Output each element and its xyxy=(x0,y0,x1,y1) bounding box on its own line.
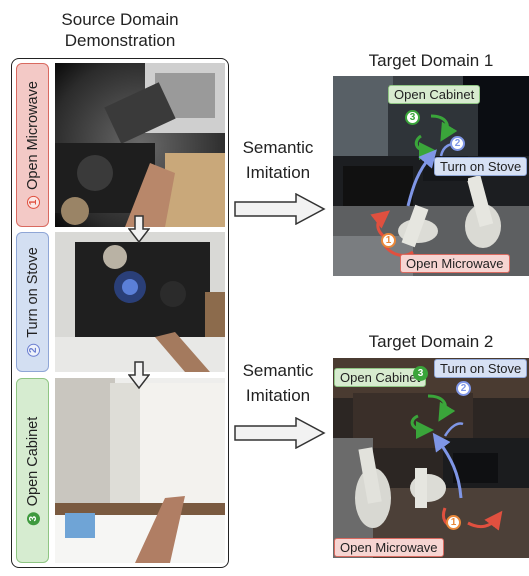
semantic-imitation-label: Semantic Imitation xyxy=(242,138,314,182)
right-arrow-icon xyxy=(234,193,326,225)
trajectory-arrows xyxy=(410,394,503,531)
step-label-turn-on-stove: Turn on Stove xyxy=(24,247,41,338)
step-number-badge: 3 xyxy=(26,511,39,525)
photo-open-cabinet xyxy=(55,378,225,563)
source-title-line2: Demonstration xyxy=(64,31,176,50)
step-label-open-microwave: Open Microwave xyxy=(24,81,41,190)
target-2-label-open-microwave: Open Microwave xyxy=(334,538,444,557)
target-1-step3-badge: 3 xyxy=(405,110,420,125)
target-2-label-open-cabinet: Open Cabinet xyxy=(334,368,427,387)
trajectory-arrows xyxy=(370,114,458,257)
right-arrow-icon xyxy=(234,417,326,449)
target-2-title: Target Domain 2 xyxy=(368,332,494,351)
source-title: Source Domain Demonstration xyxy=(20,9,220,51)
down-arrow-icon xyxy=(128,361,150,389)
target-1-title: Target Domain 1 xyxy=(368,51,494,70)
target-2-step2-badge: 2 xyxy=(456,381,471,396)
target-2-step1-badge: 1 xyxy=(446,515,461,530)
step-number-badge: 2 xyxy=(26,343,39,357)
step-tab-turn-on-stove: 2 Turn on Stove xyxy=(16,232,49,372)
target-1-label-turn-on-stove: Turn on Stove xyxy=(434,157,528,176)
source-demonstration-frame xyxy=(11,58,229,568)
down-arrow-icon xyxy=(128,215,150,243)
target-1-label-open-cabinet: Open Cabinet xyxy=(388,85,481,104)
target-2-step3-badge: 3 xyxy=(413,366,428,381)
target-1-step1-badge: 1 xyxy=(381,233,396,248)
target-1-label-open-microwave: Open Microwave xyxy=(400,254,510,273)
target-2-label-turn-on-stove: Turn on Stove xyxy=(434,359,528,378)
photo-open-microwave xyxy=(55,63,225,227)
step-tab-open-microwave: 1 Open Microwave xyxy=(16,63,49,227)
step-tab-open-cabinet: 3 Open Cabinet xyxy=(16,378,49,563)
step-number-badge: 1 xyxy=(26,195,39,209)
source-title-line1: Source Domain xyxy=(61,10,179,29)
photo-turn-on-stove xyxy=(55,232,225,372)
target-1-step2-badge: 2 xyxy=(450,136,465,151)
step-label-open-cabinet: Open Cabinet xyxy=(24,416,41,506)
semantic-imitation-label: Semantic Imitation xyxy=(242,361,314,405)
